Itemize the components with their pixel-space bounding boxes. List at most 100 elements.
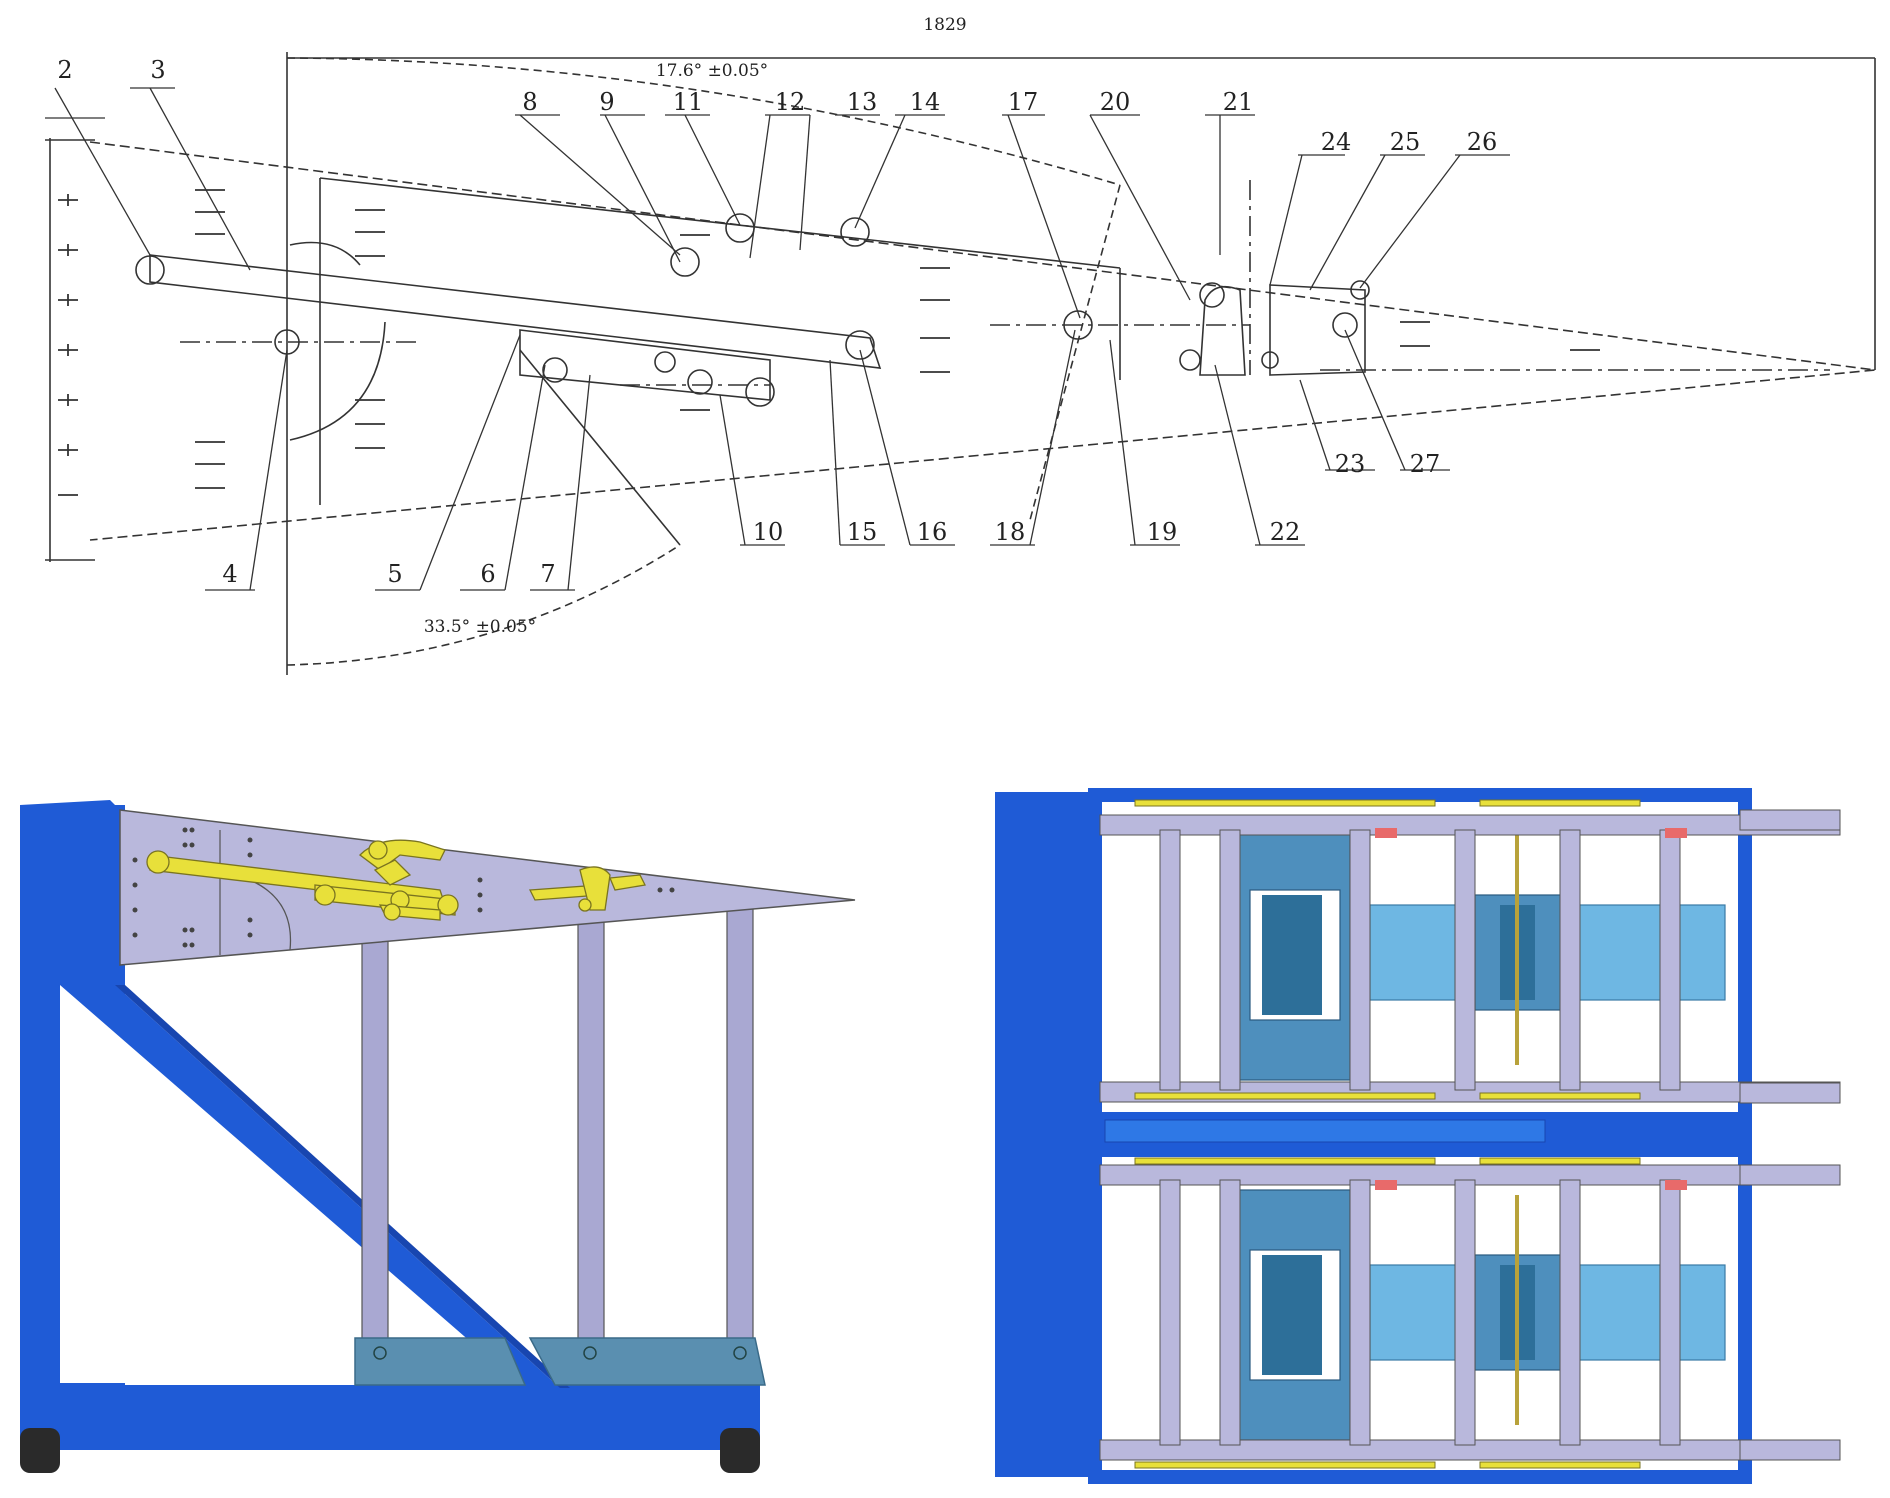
frame-center-bar (1104, 1119, 1546, 1143)
pivot-points (135, 213, 1370, 407)
callout-15: 15 (847, 518, 878, 546)
callout-26: 26 (1467, 128, 1498, 156)
rear-link (1269, 284, 1366, 376)
arc-cutout-2 (289, 241, 361, 266)
crossbar (1159, 1179, 1181, 1446)
caster-wheel-left (20, 1428, 60, 1473)
red-marker (1375, 1180, 1397, 1190)
callout-11: 11 (673, 88, 704, 116)
mount-bolt (373, 1346, 387, 1360)
leader-lines-bottom (205, 329, 1450, 591)
frame-diagonal-brace (58, 985, 560, 1388)
angle-ray-top (1029, 184, 1121, 521)
callout-8: 8 (522, 88, 537, 116)
callout-19: 19 (1147, 518, 1178, 546)
leader-lines-top (45, 87, 1510, 319)
wedge-plate (119, 809, 856, 966)
callout-10: 10 (753, 518, 784, 546)
lower-link (519, 329, 771, 401)
inner-plate-outline (319, 177, 1121, 505)
hub-shaft (1515, 835, 1519, 1065)
callout-9: 9 (599, 88, 614, 116)
callout-21: 21 (1223, 88, 1254, 116)
callout-27: 27 (1410, 450, 1441, 478)
mount-bolt (583, 1346, 597, 1360)
mount-bolt (733, 1346, 747, 1360)
support-post-2 (577, 899, 605, 1356)
wedge-plate-outline (89, 141, 1876, 541)
figure-code: 1829 (923, 15, 966, 35)
callout-17: 17 (1008, 88, 1039, 116)
callout-2: 2 (57, 56, 72, 84)
mount-plate-right (528, 1337, 766, 1386)
bracket-core (1262, 1255, 1322, 1375)
crossbar (1559, 829, 1581, 1091)
angle-ray-bottom (519, 349, 681, 546)
angle-label-top: 17.6° ±0.05° (656, 61, 768, 81)
callout-18: 18 (995, 518, 1026, 546)
yellow-linkage-strip (1134, 1157, 1641, 1469)
crossbar (1349, 829, 1371, 1091)
frame-base-beam (20, 1385, 760, 1450)
red-marker (1665, 1180, 1687, 1190)
callout-22: 22 (1270, 518, 1301, 546)
upper-unit (1099, 799, 1841, 1103)
callout-16: 16 (917, 518, 948, 546)
latch-body (1199, 285, 1246, 376)
angle-arc-bottom (286, 544, 681, 666)
yellow-linkage-strip (1134, 799, 1641, 1100)
crossbar (1454, 1179, 1476, 1446)
crossbar (1219, 829, 1241, 1091)
callout-14: 14 (910, 88, 941, 116)
frame-end-block (995, 792, 1095, 1477)
hub-shaft (1515, 1195, 1519, 1425)
callout-3: 3 (150, 56, 165, 84)
frame-diagonal-brace-shadow (115, 985, 570, 1388)
callout-12: 12 (775, 88, 806, 116)
red-marker (1375, 828, 1397, 838)
frame-inner-triangle (60, 985, 518, 1383)
rail-extension (1739, 809, 1841, 831)
engineering-drawing: 1829 (45, 15, 1876, 675)
callout-4: 4 (222, 560, 237, 588)
crossbar (1454, 829, 1476, 1091)
side-view-render (20, 800, 856, 1473)
callout-labels: 2 3 8 9 11 12 13 14 17 20 21 24 25 26 4 … (57, 56, 1497, 588)
wedge-plate-arc (249, 879, 292, 951)
rail-extension (1739, 1082, 1841, 1104)
angle-label-bottom: 33.5° ±0.05° (424, 617, 536, 637)
support-post-1 (361, 929, 389, 1356)
column-top-cap (20, 800, 125, 980)
rail-extension (1739, 1439, 1841, 1461)
angle-arc-top (286, 57, 1121, 186)
callout-24: 24 (1321, 128, 1352, 156)
red-marker (1665, 828, 1687, 838)
bracket-core (1262, 895, 1322, 1015)
crossbar (1159, 829, 1181, 1091)
lower-unit (1099, 1157, 1841, 1469)
callout-5: 5 (387, 560, 402, 588)
crossbar (1349, 1179, 1371, 1446)
crossbar (1659, 829, 1681, 1091)
wedge-plate-bolts (132, 827, 675, 948)
callout-13: 13 (847, 88, 878, 116)
crossbar (1219, 1179, 1241, 1446)
crossbar (1559, 1179, 1581, 1446)
mount-plate-left (354, 1337, 527, 1386)
bolt-holes (58, 189, 1600, 496)
callout-23: 23 (1335, 450, 1366, 478)
callout-6: 6 (480, 560, 495, 588)
yellow-linkage (146, 839, 646, 921)
support-post-3 (726, 889, 754, 1356)
arc-cutout (289, 321, 386, 441)
main-link (149, 254, 882, 369)
top-view-render (995, 788, 1841, 1484)
callout-25: 25 (1390, 128, 1421, 156)
callout-7: 7 (540, 560, 555, 588)
caster-wheel-right (720, 1428, 760, 1473)
callout-20: 20 (1100, 88, 1131, 116)
crossbar (1659, 1179, 1681, 1446)
base-block-outline (45, 138, 95, 562)
rail-extension (1739, 1164, 1841, 1186)
